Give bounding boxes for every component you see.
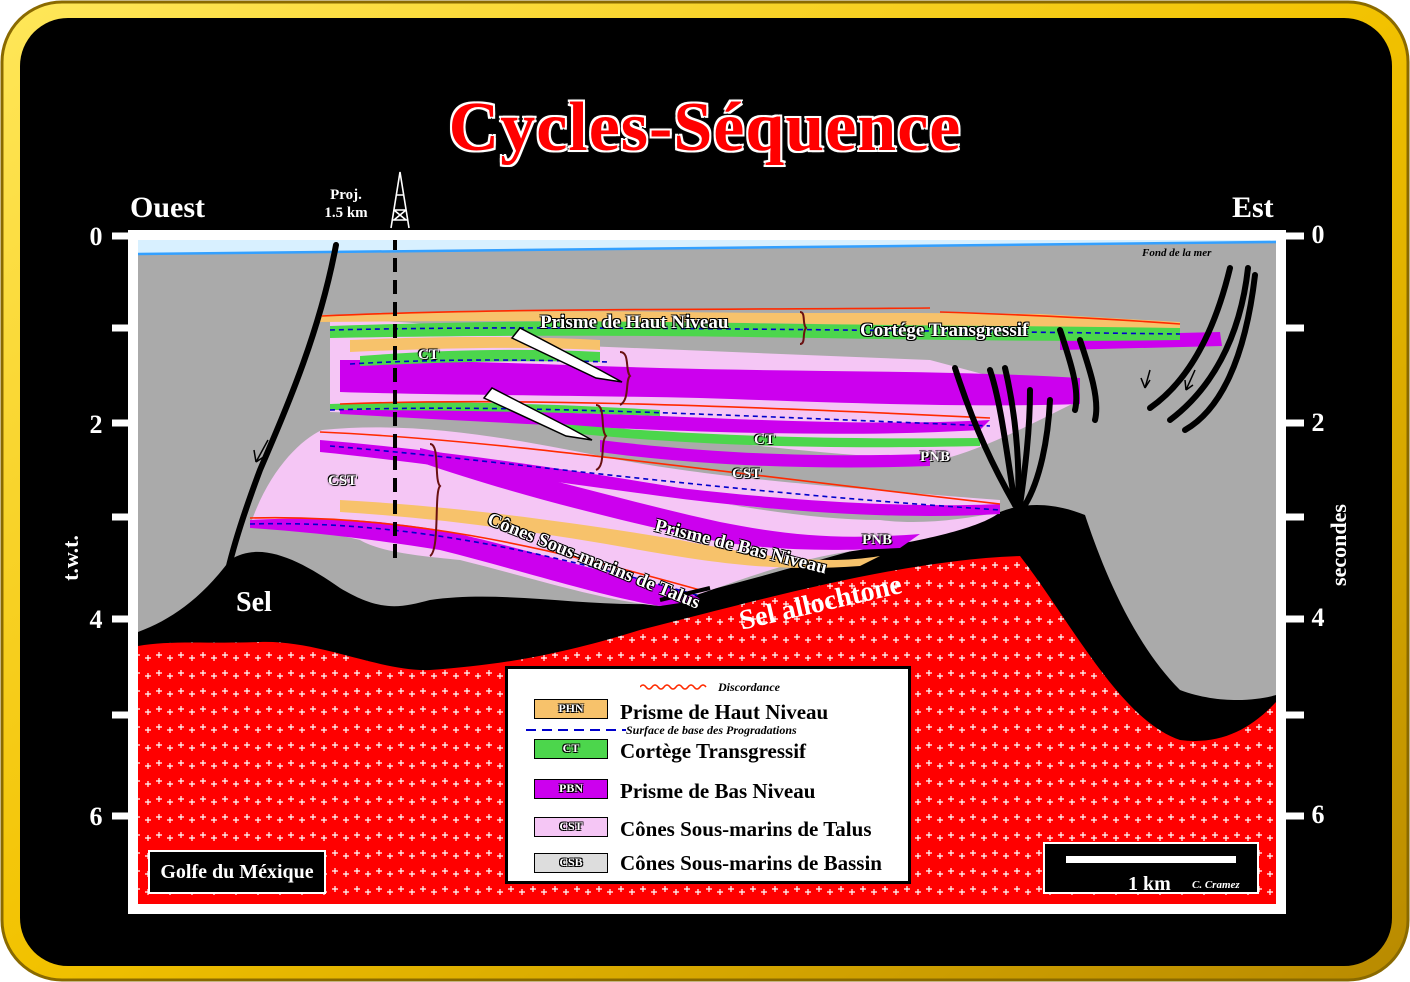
legend-swatch-cst: CST (534, 817, 608, 837)
legend: Discordance PHN Prisme de Haut Niveau Su… (505, 666, 911, 884)
tick-left-2: 2 (89, 410, 103, 439)
author-label: C. Cramez (1192, 879, 1240, 891)
tick-right-6: 6 (1311, 800, 1325, 829)
tick-left-0: 0 (89, 222, 103, 251)
legend-swatch-ct: CT (534, 739, 608, 759)
pnb-label-1: PNB (920, 449, 950, 465)
axis-left-label: t.w.t. (57, 535, 83, 581)
west-label: Ouest (130, 191, 205, 224)
scale-label: 1 km (1128, 873, 1171, 895)
well-projection: Proj. (330, 187, 362, 203)
ct-main-label: Cortége Transgressif (860, 320, 1029, 341)
legend-discordance: Discordance (718, 680, 780, 694)
legend-label-csb: Cônes Sous-marins de Bassin (620, 851, 882, 875)
legend-label-ct: Cortège Transgressif (620, 739, 807, 763)
tick-right-2: 2 (1311, 408, 1325, 437)
sel-label: Sel (236, 587, 272, 618)
cst-label-2: CST (732, 466, 762, 482)
legend-swatch-pbn: PBN (534, 779, 608, 799)
page-title: Cycles-Séquence (448, 88, 962, 167)
derrick-icon (390, 171, 410, 229)
tick-left-4: 4 (89, 605, 103, 634)
axis-right-label: secondes (1325, 504, 1351, 586)
tick-left-6: 6 (89, 802, 103, 831)
well-projection-label: Proj. 1.5 km (311, 186, 381, 222)
well-distance: 1.5 km (324, 205, 368, 221)
legend-label-phn: Prisme de Haut Niveau (620, 700, 829, 724)
tick-right-0: 0 (1311, 220, 1325, 249)
tick-right-4: 4 (1311, 603, 1325, 632)
location-label: Golfe du Méxique (148, 850, 326, 894)
ct-label-2: CT (754, 432, 775, 448)
progradation-line-icon (526, 729, 626, 731)
cst-label-1: CST (328, 473, 358, 489)
ct-label-1: CT (418, 347, 439, 363)
legend-label-pbn: Prisme de Bas Niveau (620, 779, 816, 803)
legend-surface: Surface de base des Progradations (626, 723, 797, 737)
legend-swatch-csb: CSB (534, 853, 608, 873)
discordance-line-icon (640, 684, 707, 690)
east-label: Est (1232, 191, 1274, 224)
phn-label: Prisme de Haut Niveau (540, 312, 729, 333)
legend-label-cst: Cônes Sous-marins de Talus (620, 817, 872, 841)
legend-swatch-phn: PHN (534, 699, 608, 719)
sea-floor-label: Fond de la mer (1142, 247, 1212, 259)
pnb-label-2: PNB (862, 532, 892, 548)
